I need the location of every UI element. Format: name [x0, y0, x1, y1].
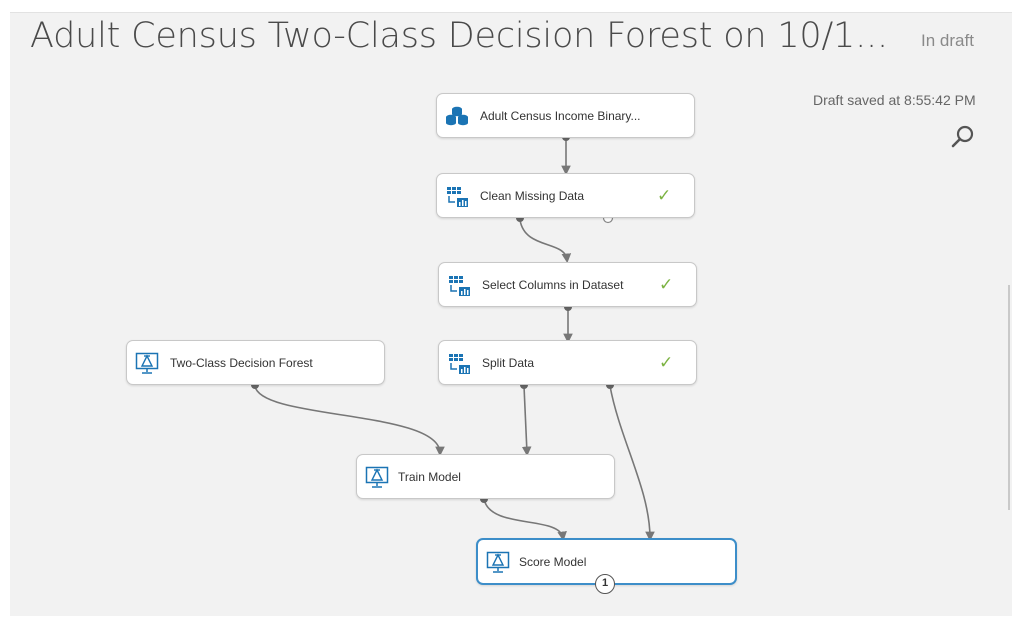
search-icon[interactable]	[948, 122, 978, 152]
checkmark-icon: ✓	[659, 352, 674, 373]
module-label: Clean Missing Data	[480, 188, 585, 203]
connector-forest-train	[254, 385, 445, 457]
connector-split-score	[609, 385, 655, 542]
module-label: Split Data	[482, 355, 535, 370]
canvas-scrollbar[interactable]	[1008, 285, 1010, 510]
connector-clean-select	[519, 219, 572, 264]
module-label: Two-Class Decision Forest	[170, 355, 313, 370]
experiment-title[interactable]: Adult Census Two-Class Decision Forest o…	[30, 16, 888, 56]
data-transform-icon	[449, 276, 470, 296]
model-icon	[365, 466, 389, 488]
checkmark-icon: ✓	[659, 274, 674, 295]
module-label: Adult Census Income Binary...	[480, 108, 641, 123]
module-score-model[interactable]: Score Model	[476, 538, 737, 585]
module-label: Score Model	[519, 554, 587, 569]
output-port-badge[interactable]: 1	[595, 574, 615, 594]
model-icon	[135, 352, 159, 374]
module-adult-census-dataset[interactable]: Adult Census Income Binary...	[436, 93, 695, 138]
dataset-icon	[446, 106, 468, 126]
checkmark-icon: ✓	[657, 185, 672, 206]
module-two-class-decision-forest[interactable]: Two-Class Decision Forest	[126, 340, 385, 385]
module-select-columns[interactable]: Select Columns in Dataset ✓	[438, 262, 697, 307]
saved-status: Draft saved at 8:55:42 PM	[813, 92, 976, 108]
draft-status: In draft	[921, 31, 974, 50]
connector-split-train	[521, 385, 532, 457]
data-transform-icon	[447, 187, 468, 207]
module-label: Select Columns in Dataset	[482, 277, 624, 292]
connector-train-score	[483, 498, 567, 542]
module-clean-missing-data[interactable]: Clean Missing Data ✓	[436, 173, 695, 218]
module-split-data[interactable]: Split Data ✓	[438, 340, 697, 385]
data-transform-icon	[449, 354, 470, 374]
module-label: Train Model	[398, 469, 461, 484]
module-train-model[interactable]: Train Model	[356, 454, 615, 499]
model-icon	[486, 551, 510, 573]
